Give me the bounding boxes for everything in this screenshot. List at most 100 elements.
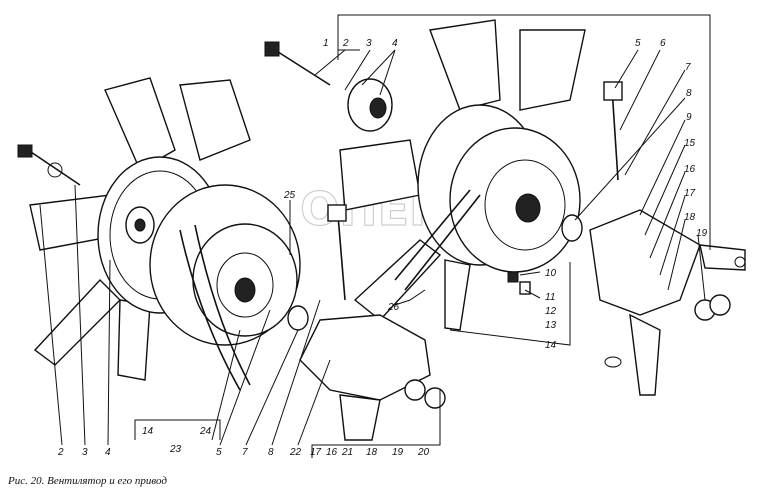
right-belt-strap-2 [404,194,481,291]
left-pulley-groove [216,252,274,318]
leader-3-low [74,184,86,446]
bracket-leg [629,313,661,396]
tension-bolt-head [603,81,623,101]
callout-8-top: 8 [686,88,692,99]
bracket-arm [699,244,746,271]
bracket-washer [604,356,622,368]
right-pulley-rim [484,159,566,251]
spacer-washer [561,214,583,242]
callout-18-top: 18 [684,212,696,223]
callout-13: 13 [545,320,557,331]
leader-lines [39,49,706,458]
leader-4-low [107,259,111,446]
callout-3-bottom: 3 [82,447,88,458]
leader-14-right [449,262,571,346]
leader-11 [524,289,541,299]
callout-bracket-top [337,14,711,250]
bracket-hole [734,256,746,268]
callout-6: 6 [660,38,666,49]
callout-9: 9 [686,112,692,123]
left-fan-blade-top [104,77,176,171]
leader-2 [314,49,346,76]
callout-3-top: 3 [366,38,372,49]
callout-7-top: 7 [685,62,691,73]
leader-26 [394,289,426,306]
callout-21: 21 [341,447,353,458]
callout-19-top: 19 [696,228,708,239]
lower-nut-b [424,387,446,409]
leader-22 [297,359,331,446]
left-fan-blade-bottom [117,299,151,381]
callout-15: 15 [684,138,696,149]
callout-2-bottom: 2 [57,447,64,458]
leader-18 [667,219,686,291]
bracket-nut-b [709,294,731,316]
leader-19 [697,234,706,301]
lower-nut-a [404,379,426,401]
left-pulley-bore [234,277,256,303]
leader-17 [659,195,686,276]
bracket-20 [311,390,441,458]
leader-15 [644,144,686,236]
leader-10 [519,271,541,276]
right-fan-blade-bottom [444,259,471,331]
callout-22: 22 [289,447,302,458]
callout-19-bottom: 19 [392,447,404,458]
callout-16-bottom: 16 [326,447,338,458]
bracket-23 [134,419,221,440]
right-pulley-outer [449,127,581,273]
callout-bracket-line [337,14,711,250]
right-pulley-bore [515,193,541,223]
leader-6 [619,49,661,131]
left-bolt-head [17,144,33,158]
callout-12: 12 [545,306,557,317]
callout-14-right: 14 [545,340,557,351]
leader-4b [361,49,396,86]
right-fan-blade-top [429,19,501,111]
right-bearing-bore [369,97,387,119]
right-bracket [589,209,746,396]
leader-8-low [271,299,321,446]
callout-2-top: 2 [342,38,349,49]
right-fan-assembly [264,19,623,331]
callout-4-bottom: 4 [105,447,111,458]
leader-7-low [245,329,299,446]
left-fan-blade-top-right [179,79,251,161]
lower-bracket-leg [339,394,381,441]
callout-26: 26 [387,302,400,313]
left-bearing-bore [134,218,146,232]
callout-18-bottom: 18 [366,447,378,458]
leader-8 [574,97,686,221]
right-bolt-head [264,41,280,57]
right-bolt-shank [274,49,331,86]
callout-11: 11 [545,292,555,303]
small-bolt [519,281,531,295]
figure-caption: Рис. 20. Вентилятор и его привод [7,475,167,487]
left-belt-edge [179,229,241,391]
leader-5-low [219,309,271,446]
small-nut [507,271,519,283]
center-bolt-shank [337,214,346,301]
callout-20: 20 [417,447,430,458]
callout-17-top: 17 [684,188,696,199]
tension-bolt [611,87,619,181]
callout-10: 10 [545,268,557,279]
callout-24: 24 [199,426,212,437]
callout-17-bottom: 17 [310,447,322,458]
callout-labels: 1 2 3 4 5 6 7 8 9 15 16 17 18 19 25 26 1… [57,38,708,458]
leader-24 [211,329,241,441]
lower-bracket [287,204,446,441]
right-fan-blade-top-right [519,29,586,111]
callout-1: 1 [323,38,329,49]
right-belt-strap [394,189,471,281]
leader-7 [624,69,686,176]
leader-4a [379,49,396,96]
leader-2-low [39,204,63,446]
leader-16 [649,171,686,259]
callout-25: 25 [283,190,296,201]
callout-14-left: 14 [142,426,154,437]
left-washer [47,162,63,178]
callout-5-bottom: 5 [216,447,222,458]
left-bolt-shank [27,149,81,186]
